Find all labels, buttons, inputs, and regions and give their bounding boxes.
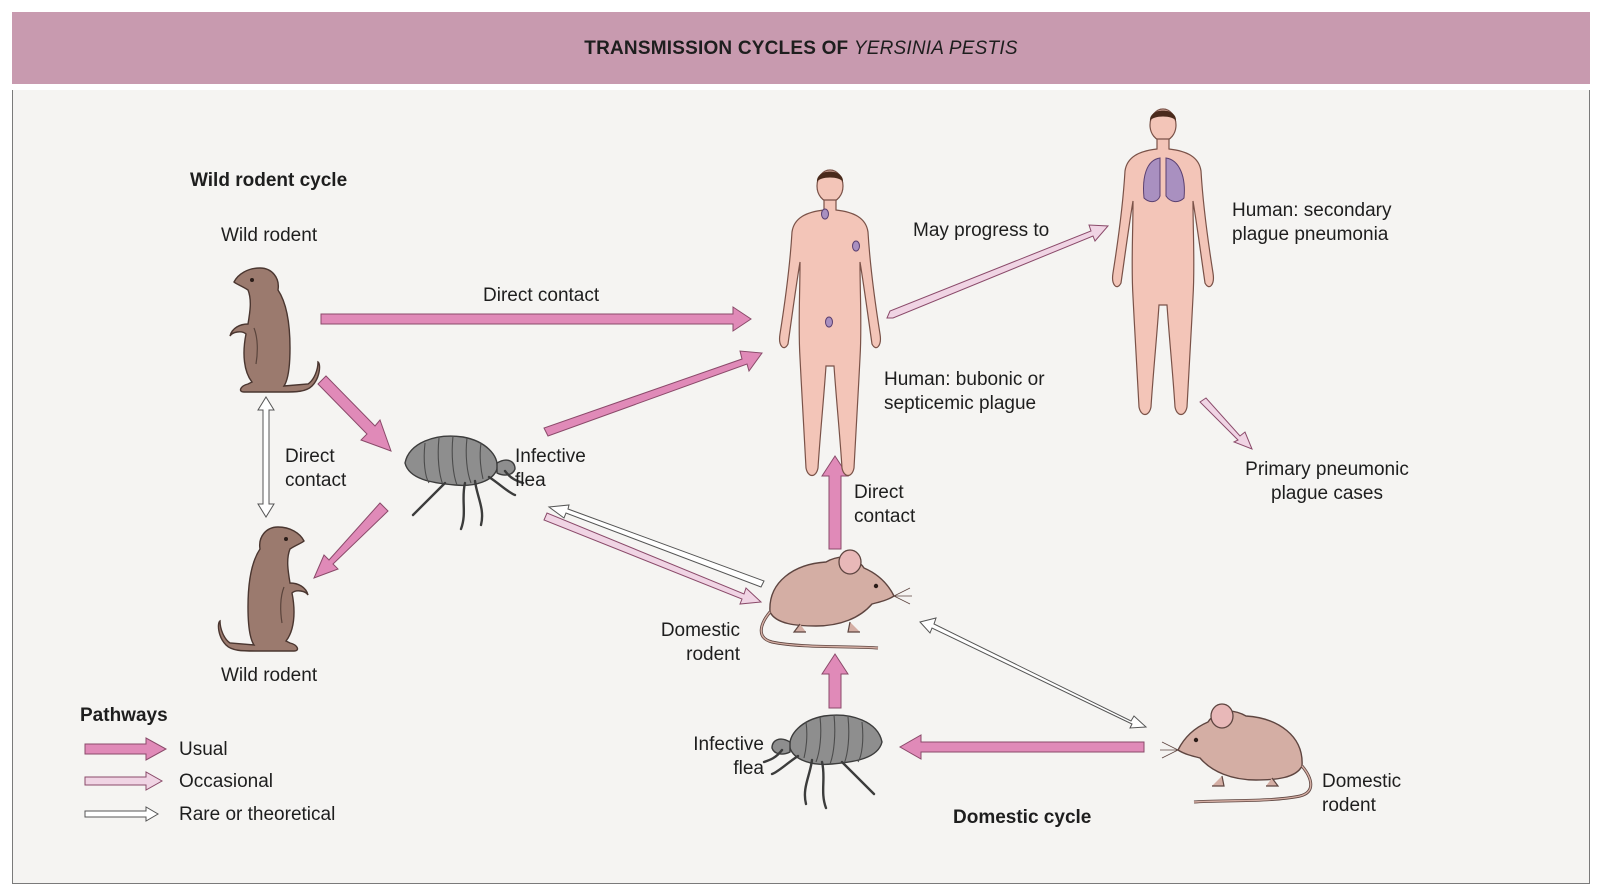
arrow-flea-to-domestic xyxy=(821,653,849,709)
legend-usual-arrow xyxy=(84,737,168,761)
direct-contact-top-label: Direct contact xyxy=(483,285,600,306)
arrow-flea-to-human xyxy=(543,350,763,437)
may-progress-label: May progress to xyxy=(913,220,1050,241)
arrow-pneumonic-cases xyxy=(1199,397,1253,450)
arrow-flea-to-domestic-rodent xyxy=(543,512,763,605)
wild-rodent-icon xyxy=(229,267,321,393)
domestic-rodent-icon xyxy=(1158,702,1313,804)
legend-usual-label: Usual xyxy=(179,739,228,760)
legend-rare-arrow xyxy=(84,806,159,822)
arrow-domestic-to-flea xyxy=(547,504,765,588)
flea-icon xyxy=(403,434,525,531)
domestic-rodent-icon xyxy=(759,548,914,650)
title-prefix: TRANSMISSION CYCLES OF xyxy=(584,38,849,59)
title-italic: YERSINIA PESTIS xyxy=(853,38,1018,59)
lungs-icon xyxy=(1143,157,1185,203)
wild-rodent-bottom-label: Wild rodent xyxy=(221,665,318,686)
title-banner: TRANSMISSION CYCLES OF YERSINIA PESTIS xyxy=(12,12,1590,90)
legend-rare-label: Rare or theoretical xyxy=(179,804,336,825)
flea-icon xyxy=(762,713,884,810)
human-figure-icon xyxy=(1112,108,1214,416)
domestic-cycle-label: Domestic cycle xyxy=(953,807,1092,828)
legend-occasional-label: Occasional xyxy=(179,771,273,792)
arrow-wild-to-flea xyxy=(317,375,392,452)
arrow-mouse-to-flea xyxy=(898,734,1145,760)
legend-occasional-arrow xyxy=(84,771,164,791)
legend-title: Pathways xyxy=(80,705,168,726)
diagram-title: TRANSMISSION CYCLES OF YERSINIA PESTIS xyxy=(12,38,1590,60)
wild-cycle-label: Wild rodent cycle xyxy=(190,170,348,191)
wild-rodent-icon xyxy=(217,526,309,652)
arrow-may-progress xyxy=(886,224,1110,319)
arrow-flea-to-wild xyxy=(313,502,389,579)
wild-rodent-top-label: Wild rodent xyxy=(221,225,318,246)
arrow-wild-direct-contact xyxy=(257,396,275,518)
arrow-domestic-rare xyxy=(919,617,1148,729)
arrow-wild-to-human xyxy=(320,306,752,332)
